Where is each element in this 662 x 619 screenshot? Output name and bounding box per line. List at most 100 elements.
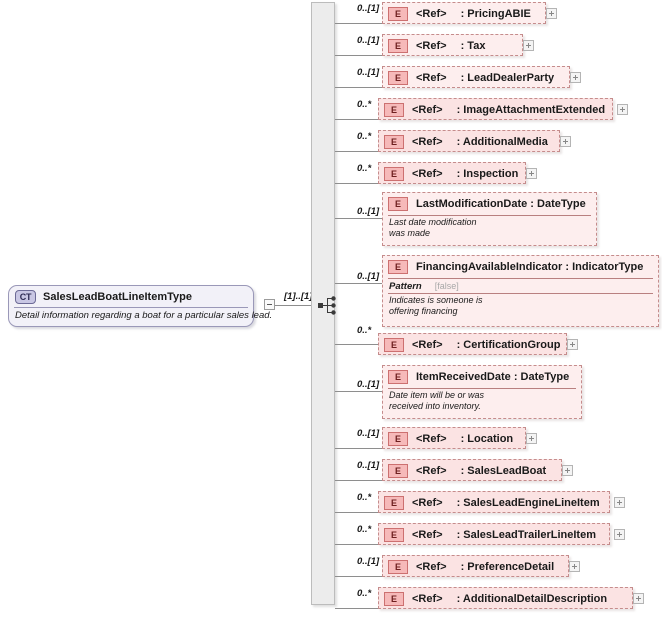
element-box-lastmodificationdate[interactable]: E LastModificationDate : DateType Last d… <box>382 192 597 246</box>
element-cardinality: 0..[1] <box>357 428 380 439</box>
element-cardinality: 0..[1] <box>357 379 380 390</box>
connector-wire <box>335 344 378 345</box>
element-box-additionaldetaildescription[interactable]: E <Ref> : AdditionalDetailDescription <box>378 587 633 609</box>
element-name: : ImageAttachmentExtended <box>456 104 606 116</box>
element-header: E <Ref> : Tax <box>383 35 522 57</box>
element-box-pricingabie[interactable]: E <Ref> : PricingABIE <box>382 2 546 24</box>
plus-icon[interactable] <box>614 497 625 508</box>
element-box-certificationgroup[interactable]: E <Ref> : CertificationGroup <box>378 333 567 355</box>
element-box-preferencedetail[interactable]: E <Ref> : PreferenceDetail <box>382 555 569 577</box>
plus-icon[interactable] <box>562 465 573 476</box>
element-divider <box>388 388 576 389</box>
plus-icon[interactable] <box>560 136 571 147</box>
element-ref-label: <Ref> <box>412 168 443 180</box>
element-icon: E <box>384 167 404 181</box>
element-header: E <Ref> : LeadDealerParty <box>383 67 569 89</box>
element-cardinality: 0..[1] <box>357 556 380 567</box>
element-box-leaddealerparty[interactable]: E <Ref> : LeadDealerParty <box>382 66 570 88</box>
element-divider <box>388 278 653 279</box>
element-cardinality: 0..[1] <box>357 460 380 471</box>
element-facet: Pattern [false] <box>383 279 658 293</box>
element-name: : Inspection <box>456 168 519 180</box>
plus-icon[interactable] <box>570 72 581 83</box>
plus-icon[interactable] <box>614 529 625 540</box>
element-icon: E <box>384 103 404 117</box>
connector-wire <box>335 283 382 284</box>
element-ref-label: <Ref> <box>412 136 443 148</box>
element-icon: E <box>388 432 408 446</box>
plus-icon[interactable] <box>567 339 578 350</box>
element-ref-label: <Ref> <box>416 433 447 445</box>
element-cardinality: 0..[1] <box>357 206 380 217</box>
element-name: ItemReceivedDate : DateType <box>416 371 570 383</box>
element-name: : SalesLeadEngineLineItem <box>456 497 600 509</box>
element-divider <box>388 215 591 216</box>
element-box-salesleadtrailerlineitem[interactable]: E <Ref> : SalesLeadTrailerLineItem <box>378 523 610 545</box>
connector-wire <box>335 480 382 481</box>
element-name: : LeadDealerParty <box>460 72 555 84</box>
complex-type-description: Detail information regarding a boat for … <box>15 310 273 321</box>
element-cardinality: 0..* <box>357 163 372 174</box>
element-description: Date item will be or was received into i… <box>389 390 485 411</box>
connector-wire <box>335 218 382 219</box>
plus-icon[interactable] <box>523 40 534 51</box>
element-box-additionalmedia[interactable]: E <Ref> : AdditionalMedia <box>378 130 560 152</box>
connector-wire <box>335 119 378 120</box>
element-description: Indicates is someone is offering financi… <box>389 295 483 316</box>
complex-type-header: CT SalesLeadBoatLineItemType <box>9 286 253 307</box>
element-box-itemreceiveddate[interactable]: E ItemReceivedDate : DateType Date item … <box>382 365 582 419</box>
element-box-salesleadboat[interactable]: E <Ref> : SalesLeadBoat <box>382 459 562 481</box>
connector-wire <box>335 87 382 88</box>
element-ref-label: <Ref> <box>416 40 447 52</box>
element-header: E LastModificationDate : DateType <box>383 193 596 215</box>
complex-type-icon: CT <box>15 289 36 304</box>
plus-icon[interactable] <box>526 433 537 444</box>
element-name: FinancingAvailableIndicator : IndicatorT… <box>416 261 644 273</box>
connector-wire <box>335 608 378 609</box>
element-name: : PricingABIE <box>460 8 531 20</box>
complex-type-divider <box>14 307 248 308</box>
element-box-financingavailableindicator[interactable]: E FinancingAvailableIndicator : Indicato… <box>382 255 659 327</box>
plus-icon[interactable] <box>569 561 580 572</box>
element-icon: E <box>388 39 408 53</box>
connector-wire <box>335 55 382 56</box>
element-cardinality: 0..* <box>357 131 372 142</box>
element-icon: E <box>388 370 408 384</box>
element-box-tax[interactable]: E <Ref> : Tax <box>382 34 523 56</box>
connector-wire <box>335 512 378 513</box>
plus-icon[interactable] <box>546 8 557 19</box>
element-name: : CertificationGroup <box>456 339 561 351</box>
element-cardinality: 0..* <box>357 325 372 336</box>
minus-icon[interactable] <box>264 299 275 310</box>
element-icon: E <box>388 7 408 21</box>
element-header: E <Ref> : PricingABIE <box>383 3 545 25</box>
element-box-salesleadenginelineitem[interactable]: E <Ref> : SalesLeadEngineLineItem <box>378 491 610 513</box>
element-header: E FinancingAvailableIndicator : Indicato… <box>383 256 658 278</box>
element-icon: E <box>384 135 404 149</box>
element-divider <box>388 293 653 294</box>
element-box-imageattachmentextended[interactable]: E <Ref> : ImageAttachmentExtended <box>378 98 613 120</box>
facet-label: Pattern <box>389 281 422 292</box>
connector-wire <box>335 448 382 449</box>
element-ref-label: <Ref> <box>412 529 443 541</box>
connector-wire <box>335 576 382 577</box>
element-ref-label: <Ref> <box>416 8 447 20</box>
element-ref-label: <Ref> <box>416 72 447 84</box>
element-box-location[interactable]: E <Ref> : Location <box>382 427 526 449</box>
element-name: : AdditionalMedia <box>456 136 548 148</box>
sequence-icon <box>318 296 338 315</box>
element-header: E <Ref> : Location <box>383 428 525 450</box>
complex-type-box[interactable]: CT SalesLeadBoatLineItemType Detail info… <box>8 285 273 327</box>
plus-icon[interactable] <box>633 593 644 604</box>
plus-icon[interactable] <box>526 168 537 179</box>
element-ref-label: <Ref> <box>412 593 443 605</box>
plus-icon[interactable] <box>617 104 628 115</box>
facet-value: [false] <box>434 281 459 291</box>
connector-wire <box>335 183 378 184</box>
element-box-inspection[interactable]: E <Ref> : Inspection <box>378 162 526 184</box>
element-icon: E <box>384 496 404 510</box>
connector-wire <box>335 23 382 24</box>
element-cardinality: 0..[1] <box>357 271 380 282</box>
element-ref-label: <Ref> <box>412 339 443 351</box>
element-header: E <Ref> : PreferenceDetail <box>383 556 568 578</box>
